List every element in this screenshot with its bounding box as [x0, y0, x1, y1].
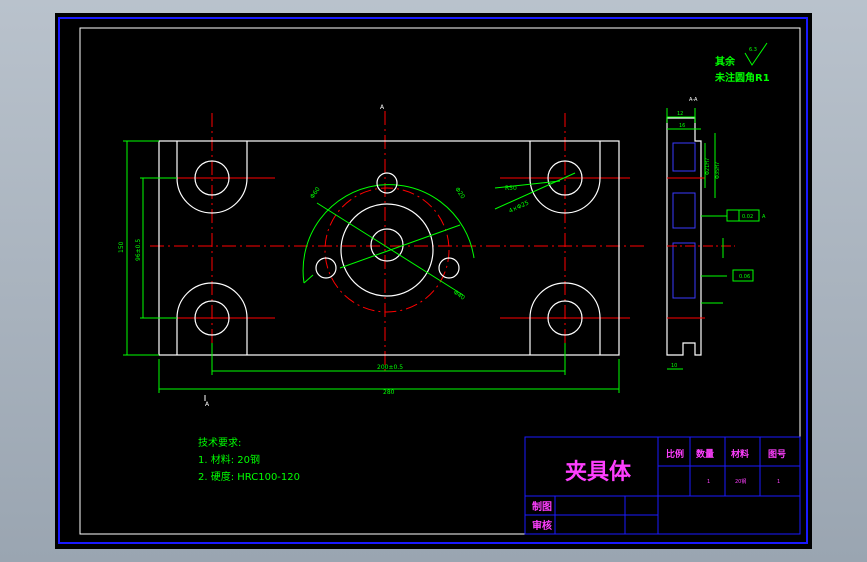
- svg-text:制图: 制图: [532, 500, 552, 513]
- svg-text:1: 1: [777, 479, 780, 485]
- dim-arc-r: R50: [505, 185, 517, 192]
- roughness-note-1: 其余: [715, 55, 736, 68]
- svg-text:10: 10: [671, 363, 677, 369]
- plate-outline: [158, 140, 620, 356]
- hole-top-right: [547, 160, 583, 196]
- cad-viewport[interactable]: A A 280 200±0.5 150 96±0.5 Φ60 Φ20 Φ40 R…: [55, 13, 812, 549]
- svg-text:0.06: 0.06: [739, 274, 750, 280]
- notes-line-1: 1. 材料: 20钢: [198, 453, 260, 466]
- dim-overall-width-text: 280: [383, 389, 395, 396]
- dim-phi-pcd: Φ40: [452, 289, 466, 302]
- svg-text:1: 1: [707, 479, 710, 485]
- section-view: [666, 108, 760, 370]
- dim-phi-small: Φ20: [453, 186, 466, 200]
- svg-text:A: A: [762, 214, 766, 220]
- hole-top-left: [194, 160, 230, 196]
- dim-phi-main: Φ60: [309, 186, 322, 200]
- pcd-circle: [324, 187, 450, 313]
- svg-text:Φ21H7: Φ21H7: [705, 158, 711, 175]
- notes-line-2: 2. 硬度: HRC100-120: [198, 470, 300, 483]
- boss-circle: [340, 203, 434, 297]
- section-mark-bottom: A: [205, 401, 210, 408]
- roughness-note-2: 未注圆角R1: [714, 71, 770, 84]
- section-label: A-A: [689, 97, 698, 103]
- sheet-inner-border: [79, 27, 801, 535]
- sheet-outer-border: [58, 17, 808, 544]
- svg-text:比例: 比例: [666, 448, 684, 460]
- title-block: [524, 436, 801, 535]
- svg-text:图号: 图号: [768, 449, 786, 460]
- section-mark-top: A: [380, 104, 385, 111]
- roughness-symbol: [744, 42, 768, 66]
- svg-text:12: 12: [677, 111, 683, 117]
- dim-hole-spacing-v-text: 96±0.5: [135, 239, 142, 261]
- notes-title: 技术要求:: [198, 436, 241, 449]
- svg-text:Φ35H7: Φ35H7: [715, 162, 721, 179]
- dim-overall-height-text: 150: [118, 241, 125, 253]
- drawing-canvas: A A 280 200±0.5 150 96±0.5 Φ60 Φ20 Φ40 R…: [58, 17, 808, 544]
- svg-text:材料: 材料: [730, 448, 749, 460]
- svg-text:16: 16: [679, 123, 685, 129]
- plan-view: [123, 111, 645, 401]
- center-bore: [370, 228, 404, 262]
- svg-text:6.3: 6.3: [749, 47, 757, 53]
- svg-text:数量: 数量: [696, 448, 714, 460]
- hole-bottom-left: [194, 300, 230, 336]
- svg-text:0.02: 0.02: [742, 214, 753, 220]
- hole-bottom-right: [547, 300, 583, 336]
- svg-text:审核: 审核: [532, 519, 552, 532]
- part-name: 夹具体: [565, 460, 632, 485]
- svg-text:20钢: 20钢: [735, 478, 746, 485]
- dim-hole-spacing-h-text: 200±0.5: [377, 364, 403, 371]
